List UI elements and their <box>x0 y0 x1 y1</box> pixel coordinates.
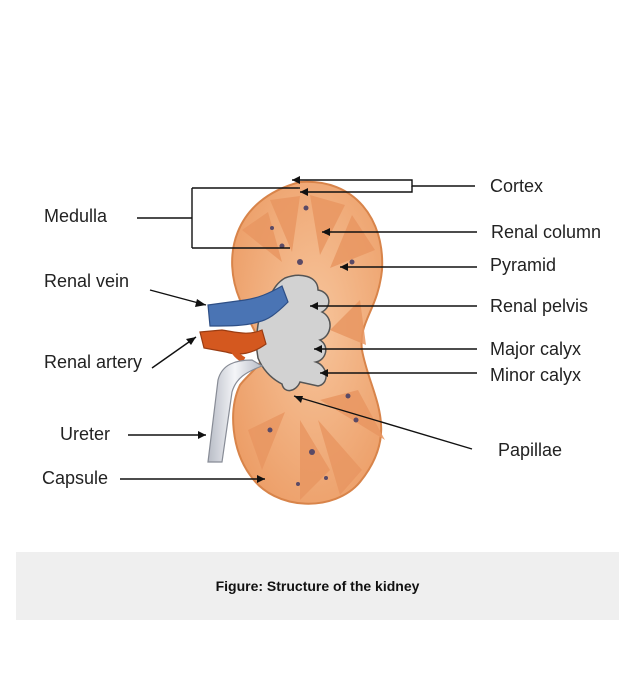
renal-artery-shape <box>199 329 267 355</box>
kidney-illustration <box>199 180 385 505</box>
ureter-shape <box>207 359 264 463</box>
label-cortex: Cortex <box>490 176 543 196</box>
label-major-calyx: Major calyx <box>490 339 581 359</box>
label-pyramid: Pyramid <box>490 255 556 275</box>
label-renal-pelvis: Renal pelvis <box>490 296 588 316</box>
kidney-diagram: Medulla Renal vein Renal artery Ureter C… <box>42 176 601 505</box>
label-papillae: Papillae <box>498 440 562 460</box>
arrowheads <box>186 176 348 483</box>
pyramids <box>242 195 385 500</box>
label-ureter: Ureter <box>60 424 110 444</box>
renal-vein-shape <box>207 285 289 327</box>
leader-lines <box>120 179 477 480</box>
figure-caption: Figure: Structure of the kidney <box>215 578 420 594</box>
label-renal-vein: Renal vein <box>44 271 129 291</box>
label-medulla: Medulla <box>44 206 108 226</box>
label-minor-calyx: Minor calyx <box>490 365 581 385</box>
label-capsule: Capsule <box>42 468 108 488</box>
label-renal-artery: Renal artery <box>44 352 142 372</box>
figure-caption-box: Figure: Structure of the kidney <box>16 552 619 620</box>
label-renal-column: Renal column <box>491 222 601 242</box>
